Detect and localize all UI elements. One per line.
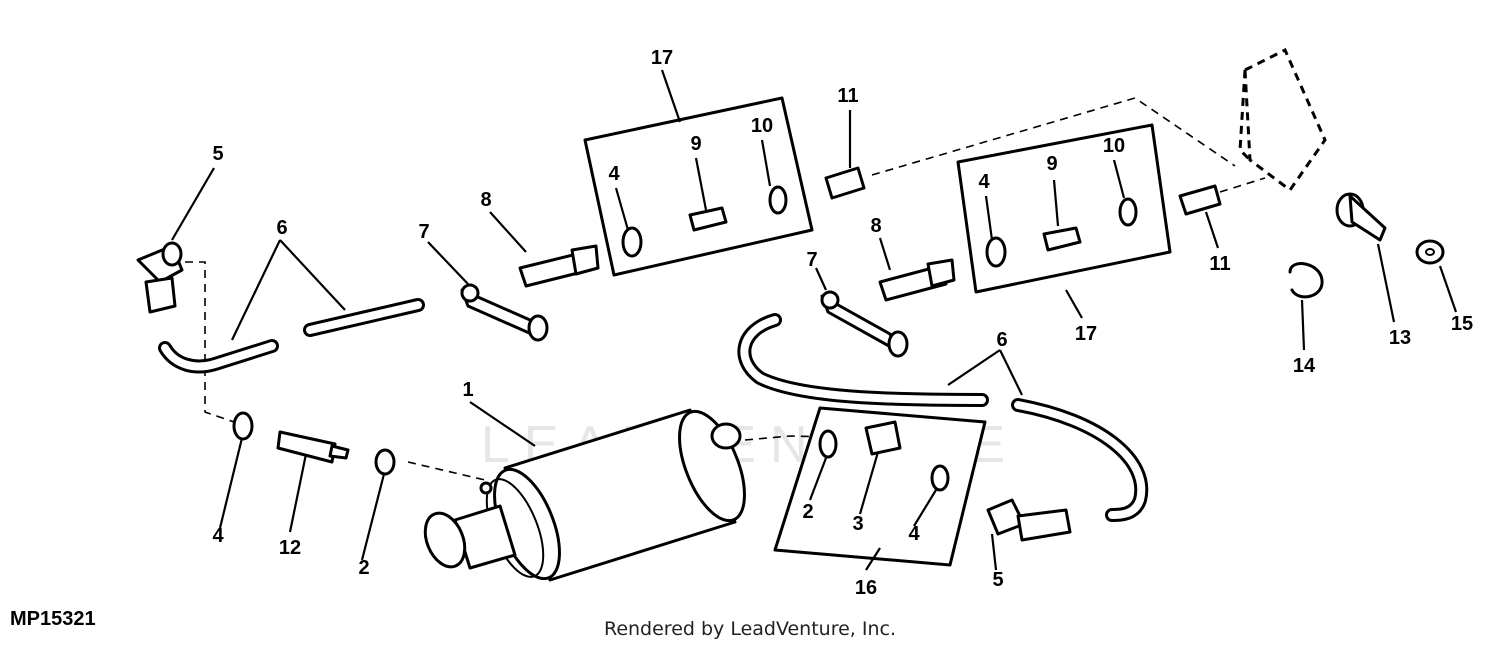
elbow-fitting-5-right [986,498,1072,542]
leader-lines [171,69,1458,571]
callout-4-left: 4 [212,525,224,547]
kit-box-17-right [956,123,1172,294]
callout-9-right: 9 [1046,153,1057,175]
elbow-fitting-5-left [136,241,184,314]
fuel-pump [423,408,746,582]
callout-17-right: 17 [1075,323,1097,345]
callout-5-left: 5 [212,143,223,165]
credit-text: Rendered by LeadVenture, Inc. [603,618,897,640]
callout-11-right: 11 [1209,253,1230,275]
callout-labels: 17 11 5 6 7 8 9 4 10 1 4 12 2 2 3 4 16 5… [212,47,1473,599]
callout-6-left: 6 [276,217,287,239]
callout-6-right: 6 [996,329,1007,351]
callout-4-kit-bottom: 4 [908,523,920,545]
o-ring-2-kit [818,429,838,459]
callout-2-left: 2 [358,557,369,579]
fitting-9-right [1042,226,1082,252]
callout-11-top: 11 [837,85,858,107]
hose-6-right [737,313,1149,522]
callout-12: 12 [279,537,301,559]
fitting-9-left [688,206,728,232]
callout-2-kit: 2 [802,501,813,523]
fitting-12 [276,430,350,464]
callout-17-top: 17 [651,47,673,69]
callout-8-right: 8 [870,215,881,237]
elbow-3 [864,420,902,456]
clamp-7-right [820,290,909,358]
o-ring-4-kit-right [985,236,1007,268]
bolt-11-right [1178,184,1222,216]
o-ring-2-left [374,448,396,476]
callout-5-right: 5 [992,569,1003,591]
callout-4-kit-right: 4 [978,171,990,193]
kit-box-17-left [583,96,814,277]
mounting-bracket [1238,47,1327,193]
callout-8-left: 8 [480,189,491,211]
callout-14: 14 [1293,355,1316,377]
callout-7-left: 7 [418,221,429,243]
callout-9-left: 9 [690,133,701,155]
o-ring-4-kit-left [621,226,643,258]
fitting-8-left [518,244,600,288]
callout-4-kit-left: 4 [608,163,620,185]
spring-clip-14 [1288,262,1324,299]
o-ring-10-left [768,185,788,215]
bolt-13 [1335,192,1387,242]
o-ring-4-left [232,411,254,441]
callout-16: 16 [855,577,877,599]
callout-1: 1 [462,379,473,401]
callout-15: 15 [1451,313,1473,335]
o-ring-10-right [1118,197,1138,227]
callout-13: 13 [1389,327,1411,349]
o-ring-4-kit [930,464,950,492]
callout-3: 3 [852,513,863,535]
clamp-7-left [460,283,549,342]
reference-code: MP15321 [10,608,96,630]
callout-7-right: 7 [806,249,817,271]
bolt-11-left [824,166,866,200]
washer-15 [1415,239,1445,265]
callout-10-right: 10 [1103,135,1125,157]
kit-box-16 [773,406,987,567]
hose-6-left [158,298,425,374]
fitting-8-right [878,258,956,302]
callout-10-left: 10 [751,115,773,137]
